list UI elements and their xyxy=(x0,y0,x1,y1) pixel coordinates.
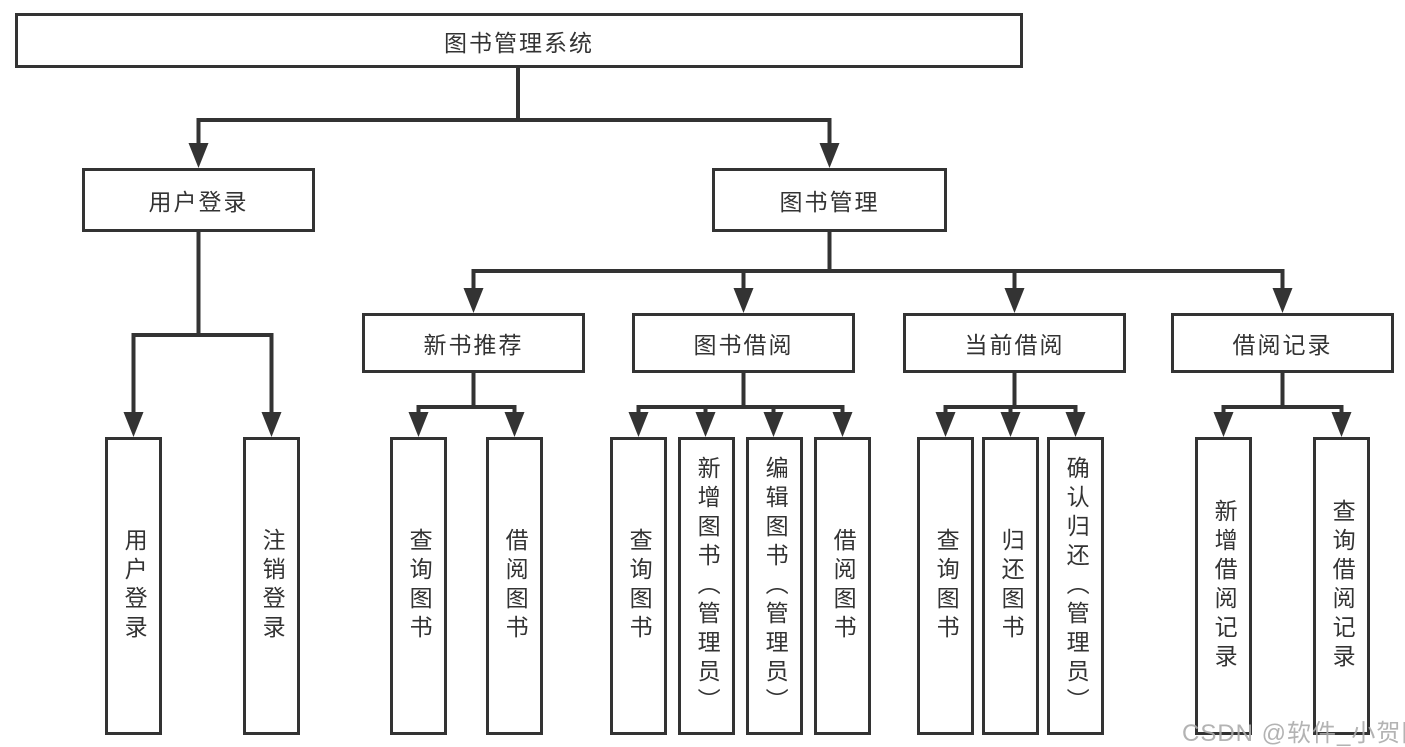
node-label: 新增借阅记录 xyxy=(1211,499,1238,673)
arrow-icon xyxy=(123,412,144,437)
arrow-icon xyxy=(1272,288,1293,313)
arrow-icon xyxy=(261,412,282,437)
node-label: 图书管理 xyxy=(779,189,880,215)
leaf-logout: 注销登录 xyxy=(243,437,300,735)
connector-borrowing-records xyxy=(1221,373,1344,421)
node-label: 编辑图书（管理员） xyxy=(762,455,789,717)
node-label: 查询图书 xyxy=(626,528,653,644)
connector-book-borrowing xyxy=(636,373,845,421)
connector-root xyxy=(196,67,832,152)
node-new-book-recommend: 新书推荐 xyxy=(362,313,585,373)
leaf-return-books: 归还图书 xyxy=(982,437,1039,735)
leaf-user-login: 用户登录 xyxy=(105,437,162,735)
arrow-icon xyxy=(1213,412,1234,437)
node-label: 当前借阅 xyxy=(964,332,1065,358)
arrow-icon xyxy=(1331,412,1352,437)
node-label: 查询图书 xyxy=(933,528,960,644)
node-label: 借阅图书 xyxy=(502,528,529,644)
arrow-icon xyxy=(819,143,840,168)
arrow-icon xyxy=(408,412,429,437)
arrow-icon xyxy=(733,288,754,313)
arrow-icon xyxy=(935,412,956,437)
leaf-query-borrow-record: 查询借阅记录 xyxy=(1313,437,1370,735)
arrow-icon xyxy=(1065,412,1086,437)
node-label: 查询图书 xyxy=(406,528,433,644)
leaf-query-books-current: 查询图书 xyxy=(917,437,974,735)
arrow-icon xyxy=(763,412,784,437)
arrow-icon xyxy=(695,412,716,437)
leaf-query-books-recommend: 查询图书 xyxy=(390,437,447,735)
node-book-borrowing: 图书借阅 xyxy=(632,313,855,373)
node-label: 借阅记录 xyxy=(1232,332,1333,358)
node-label: 注销登录 xyxy=(259,528,286,644)
leaf-confirm-return-admin: 确认归还（管理员） xyxy=(1047,437,1104,735)
connector-current-borrowing xyxy=(943,373,1078,421)
arrow-icon xyxy=(832,412,853,437)
node-book-management: 图书管理 xyxy=(712,168,947,232)
leaf-add-books-admin: 新增图书（管理员） xyxy=(678,437,735,735)
node-label: 新增图书（管理员） xyxy=(694,455,721,717)
node-label: 新书推荐 xyxy=(423,332,524,358)
node-label: 图书借阅 xyxy=(693,332,794,358)
connector-user-login xyxy=(131,232,274,421)
leaf-add-borrow-record: 新增借阅记录 xyxy=(1195,437,1252,735)
node-label: 图书管理系统 xyxy=(444,29,594,56)
arrow-icon xyxy=(628,412,649,437)
arrow-icon xyxy=(1000,412,1021,437)
node-label: 归还图书 xyxy=(998,528,1025,644)
node-label: 借阅图书 xyxy=(830,528,857,644)
node-label: 确认归还（管理员） xyxy=(1063,455,1090,717)
node-library-system: 图书管理系统 xyxy=(15,13,1023,68)
leaf-edit-books-admin: 编辑图书（管理员） xyxy=(746,437,803,735)
connector-book-management xyxy=(471,232,1285,297)
node-user-login: 用户登录 xyxy=(82,168,315,232)
arrow-icon xyxy=(1004,288,1025,313)
arrow-icon xyxy=(504,412,525,437)
connector-new-book-recommend xyxy=(416,373,517,421)
leaf-borrow-books-borrowing: 借阅图书 xyxy=(814,437,871,735)
arrow-icon xyxy=(463,288,484,313)
node-label: 用户登录 xyxy=(121,528,148,644)
csdn-watermark: CSDN @软件_小贺同学 xyxy=(1182,720,1405,747)
node-label: 用户登录 xyxy=(148,189,249,215)
node-current-borrowing: 当前借阅 xyxy=(903,313,1126,373)
leaf-query-books-borrowing: 查询图书 xyxy=(610,437,667,735)
node-borrowing-records: 借阅记录 xyxy=(1171,313,1394,373)
node-label: 查询借阅记录 xyxy=(1329,499,1356,673)
leaf-borrow-books-recommend: 借阅图书 xyxy=(486,437,543,735)
arrow-icon xyxy=(188,143,209,168)
